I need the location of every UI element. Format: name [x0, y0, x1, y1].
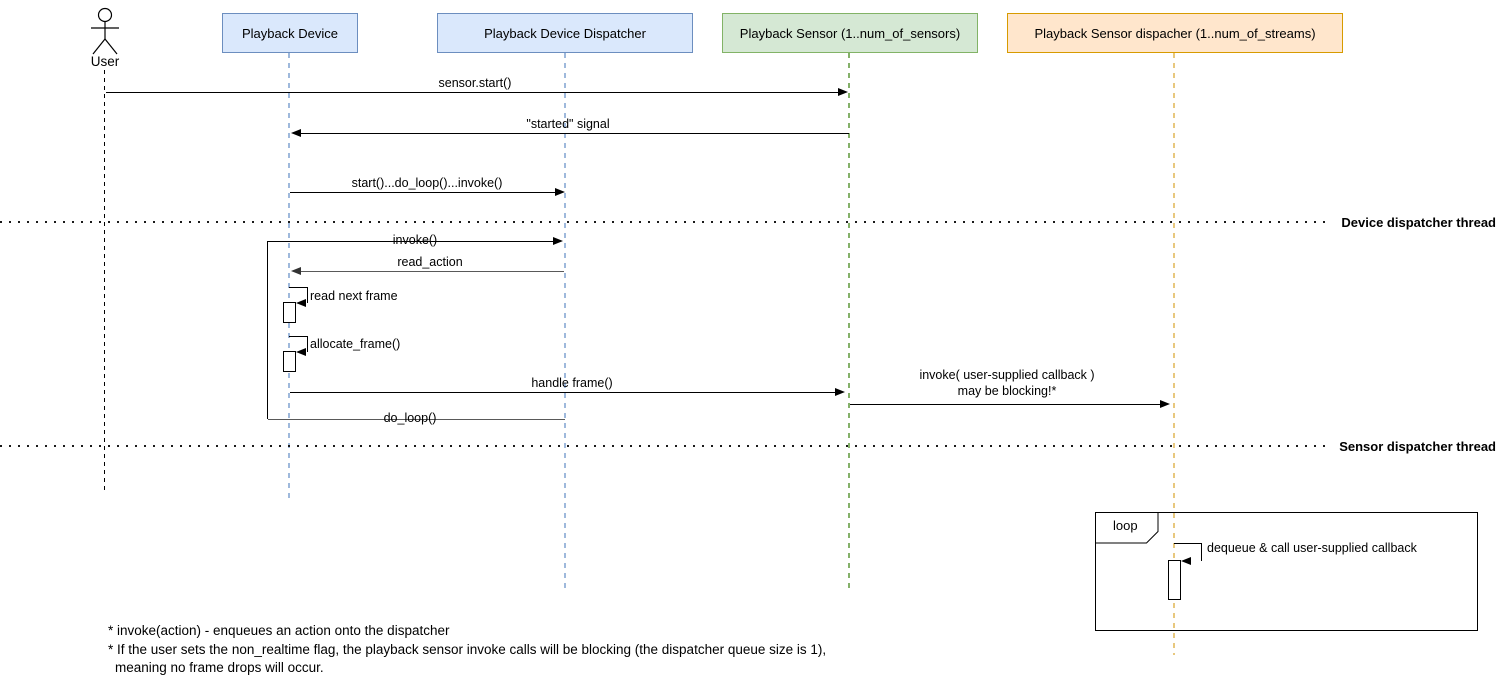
- participant-label: Playback Sensor dispacher (1..num_of_str…: [1034, 25, 1316, 41]
- user-actor-icon: [91, 7, 119, 55]
- footnote-line: * invoke(action) - enqueues an action on…: [108, 623, 450, 638]
- participant-playback-sensor-dispatcher: Playback Sensor dispacher (1..num_of_str…: [1007, 13, 1343, 53]
- activation-bar: [283, 351, 296, 372]
- message-started-signal-label: "started" signal: [526, 117, 610, 131]
- message-dequeue-callback-label: dequeue & call user-supplied callback: [1207, 541, 1417, 555]
- activation-bar: [283, 302, 296, 323]
- message-do-loop-label: do_loop(): [383, 411, 437, 425]
- message-read-action-line: [301, 271, 564, 272]
- message-sensor-start-line: [106, 92, 838, 93]
- lifeline-playback-sensor: [848, 53, 850, 592]
- participant-playback-device-dispatcher: Playback Device Dispatcher: [437, 13, 693, 53]
- self-message-read-next-frame: [289, 287, 308, 303]
- participant-playback-device: Playback Device: [222, 13, 358, 53]
- self-message-dequeue: [1174, 543, 1202, 561]
- loop-fragment: [1095, 512, 1478, 631]
- loop-operator-pentagon: [1095, 512, 1159, 544]
- participant-label: Playback Device Dispatcher: [484, 25, 646, 41]
- message-read-action-label: read_action: [397, 255, 463, 269]
- lifeline-playback-sensor-dispatcher: [1173, 53, 1175, 655]
- activation-bar: [1168, 560, 1181, 600]
- participant-label: Playback Device: [241, 25, 339, 41]
- footnotes: * invoke(action) - enqueues an action on…: [108, 622, 826, 678]
- arrowhead-right-icon: [1160, 400, 1170, 408]
- message-start-doloop-invoke-label: start()...do_loop()...invoke(): [351, 176, 503, 190]
- lifeline-user: [104, 70, 105, 493]
- participant-label: Playback Sensor (1..num_of_sensors): [739, 25, 961, 41]
- arrowhead-right-icon: [835, 388, 845, 396]
- message-sensor-start-label: sensor.start(): [438, 76, 512, 90]
- message-allocate-frame-label: allocate_frame(): [310, 337, 401, 351]
- arrowhead-right-icon: [555, 188, 565, 196]
- loop-fragment-label: loop: [1113, 518, 1138, 533]
- message-invoke-line: [268, 241, 553, 242]
- arrowhead-left-icon: [296, 348, 306, 356]
- message-invoke-label: invoke(): [392, 233, 438, 247]
- divider-device-dispatcher-thread-label: Device dispatcher thread: [1341, 215, 1496, 230]
- message-handle-frame-line: [290, 392, 835, 393]
- message-start-doloop-invoke-line: [290, 192, 555, 193]
- actor-label: User: [90, 54, 120, 69]
- arrowhead-left-icon: [1181, 557, 1191, 565]
- participant-playback-sensor: Playback Sensor (1..num_of_sensors): [722, 13, 978, 53]
- self-message-allocate-frame: [289, 336, 308, 352]
- divider-device-dispatcher-thread: [0, 221, 1326, 223]
- message-invoke-callback-label-line1: invoke( user-supplied callback ): [919, 368, 1095, 382]
- arrowhead-right-icon: [838, 88, 848, 96]
- divider-sensor-dispatcher-thread-label: Sensor dispatcher thread: [1339, 439, 1496, 454]
- invoke-block-bracket: [267, 241, 268, 419]
- lifeline-playback-device-dispatcher: [564, 53, 566, 592]
- arrowhead-left-icon: [296, 299, 306, 307]
- message-invoke-callback-label-line2: may be blocking!*: [957, 384, 1057, 398]
- lifeline-playback-device: [288, 53, 290, 500]
- footnote-line: * If the user sets the non_realtime flag…: [108, 641, 827, 657]
- arrowhead-left-icon: [291, 267, 301, 275]
- message-handle-frame-label: handle frame(): [531, 376, 613, 390]
- arrowhead-right-icon: [553, 237, 563, 245]
- message-read-next-frame-label: read next frame: [310, 289, 398, 303]
- message-invoke-callback-line: [850, 404, 1160, 405]
- message-started-signal-line: [301, 133, 849, 134]
- message-do-loop-line: [268, 419, 565, 420]
- divider-sensor-dispatcher-thread: [0, 445, 1326, 447]
- arrowhead-left-icon: [291, 129, 301, 137]
- footnote-line: meaning no frame drops will occur.: [115, 660, 324, 676]
